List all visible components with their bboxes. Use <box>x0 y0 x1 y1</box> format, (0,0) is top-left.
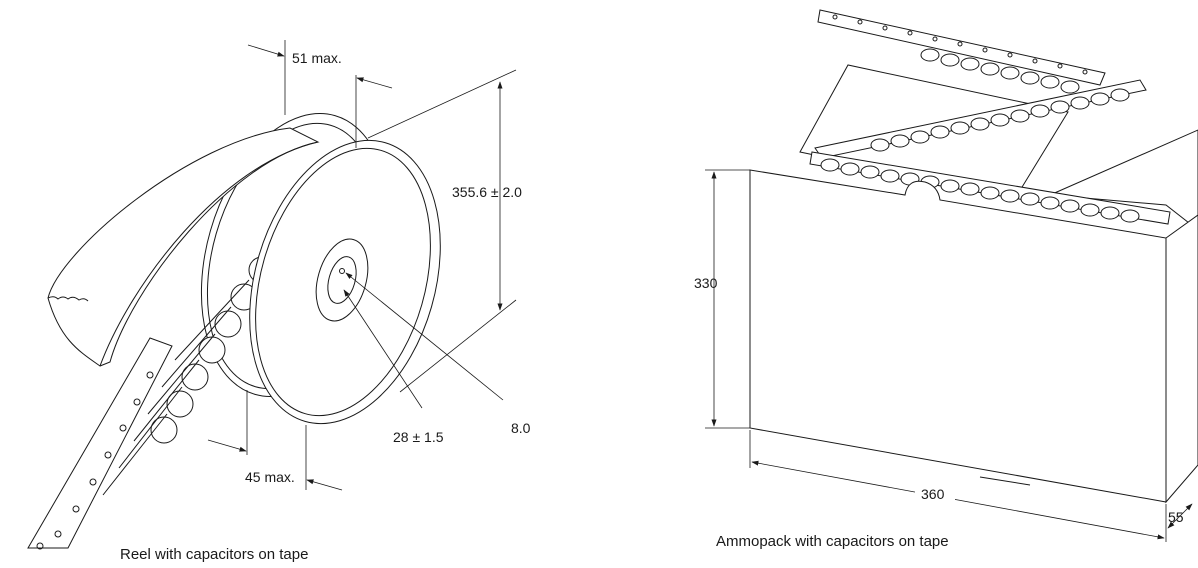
capacitor <box>880 169 900 183</box>
capacitor <box>860 165 880 179</box>
capacitor <box>1040 75 1060 89</box>
tape-hole <box>882 25 888 31</box>
capacitor <box>1110 88 1130 102</box>
tape-hole <box>119 424 127 432</box>
ammo-caption: Ammopack with capacitors on tape <box>716 533 949 550</box>
tape-hole <box>54 530 62 538</box>
dim-leader <box>343 289 423 409</box>
capacitor <box>820 158 840 172</box>
dim-ext-line <box>399 299 517 393</box>
tape-hole <box>1032 58 1038 64</box>
tape-perforations <box>36 371 154 550</box>
tape-band-loop <box>47 127 320 367</box>
ammo-dim-length: 360 <box>921 486 945 502</box>
dim-arrow <box>247 44 285 57</box>
capacitor <box>1000 66 1020 80</box>
capacitor <box>198 336 226 364</box>
capacitor <box>980 186 1000 200</box>
carrier-tape-strip <box>27 337 173 549</box>
reel-dim-width-bottom: 45 max. <box>245 469 295 485</box>
capacitor <box>840 162 860 176</box>
dim-length-line <box>751 460 1165 540</box>
tape-band-loop-edge <box>99 141 319 367</box>
capacitor <box>1090 92 1110 106</box>
tape-torn-end <box>47 296 89 302</box>
tape-hole <box>907 30 913 36</box>
capacitor <box>930 125 950 139</box>
capacitor <box>1120 209 1140 223</box>
tape-hole <box>957 41 963 47</box>
reel-caption: Reel with capacitors on tape <box>120 546 308 563</box>
tape-strip-top-holes <box>832 14 1088 75</box>
capacitor <box>1070 96 1090 110</box>
dim-arrow <box>356 77 393 89</box>
capacitor <box>940 179 960 193</box>
capacitor <box>970 117 990 131</box>
capacitor <box>1060 199 1080 213</box>
tape-hole <box>1057 63 1063 69</box>
dim-label-mask <box>915 483 955 503</box>
capacitor <box>1020 192 1040 206</box>
reel-hub-outer <box>315 238 369 322</box>
reel-spindle-hole <box>339 268 345 274</box>
tape-hole <box>1007 52 1013 58</box>
capacitor <box>890 134 910 148</box>
reel-dim-width-top: 51 max. <box>292 50 342 66</box>
box-side-flap <box>1049 129 1198 231</box>
tape-hole <box>36 542 44 550</box>
tape-hole <box>133 398 141 406</box>
capacitor <box>990 113 1010 127</box>
capacitor <box>1080 203 1100 217</box>
capacitor-row-middle <box>870 88 1130 152</box>
tape-hole <box>146 371 154 379</box>
capacitor <box>1050 100 1070 114</box>
tape-hole <box>982 47 988 53</box>
tape-hole <box>104 451 112 459</box>
ammo-dim-height: 330 <box>694 275 718 291</box>
capacitor <box>1040 196 1060 210</box>
capacitor <box>1000 189 1020 203</box>
capacitor <box>950 121 970 135</box>
capacitor <box>1010 109 1030 123</box>
tape-hole <box>1082 69 1088 75</box>
tape-hole <box>72 505 80 513</box>
capacitor <box>214 310 242 338</box>
tape-hole <box>932 36 938 42</box>
capacitor <box>920 48 940 62</box>
capacitor <box>960 57 980 71</box>
reel-hub-inner <box>327 256 357 304</box>
capacitor <box>1030 104 1050 118</box>
tape-hole <box>89 478 97 486</box>
ammo-dim-depth: 55 <box>1168 509 1184 525</box>
capacitor <box>1060 80 1080 94</box>
capacitor <box>1020 71 1040 85</box>
box-slot-mark <box>979 476 1031 486</box>
capacitor <box>940 53 960 67</box>
reel-dim-hub-diameter: 28 ± 1.5 <box>393 429 444 445</box>
dim-leader <box>345 272 504 401</box>
box-front-face <box>749 169 1167 503</box>
capacitor <box>910 130 930 144</box>
tape-strip-top <box>817 9 1106 86</box>
capacitor <box>1100 206 1120 220</box>
reel-dim-spindle-hole: 8.0 <box>511 420 531 436</box>
dim-depth-line <box>1167 503 1193 529</box>
box-side-face <box>1165 214 1198 504</box>
tape-hole <box>857 19 863 25</box>
reel-drawing: 51 max. 355.6 ± 2.0 28 ± 1.5 8.0 45 max.… <box>27 40 531 563</box>
dim-ext-line <box>367 69 517 139</box>
dim-arrow <box>306 479 343 491</box>
capacitor-row-top <box>920 48 1080 94</box>
capacitor <box>980 62 1000 76</box>
capacitor <box>870 138 890 152</box>
tape-hole <box>832 14 838 20</box>
dim-arrow <box>207 439 247 452</box>
reel-front-flange-rim <box>255 147 431 417</box>
capacitor <box>181 363 209 391</box>
capacitor-leads <box>102 279 250 496</box>
reel-dim-diameter: 355.6 ± 2.0 <box>452 184 522 200</box>
ammopack-drawing: 330 360 55 Ammopack with capacitors on t… <box>694 9 1198 550</box>
capacitor <box>960 182 980 196</box>
